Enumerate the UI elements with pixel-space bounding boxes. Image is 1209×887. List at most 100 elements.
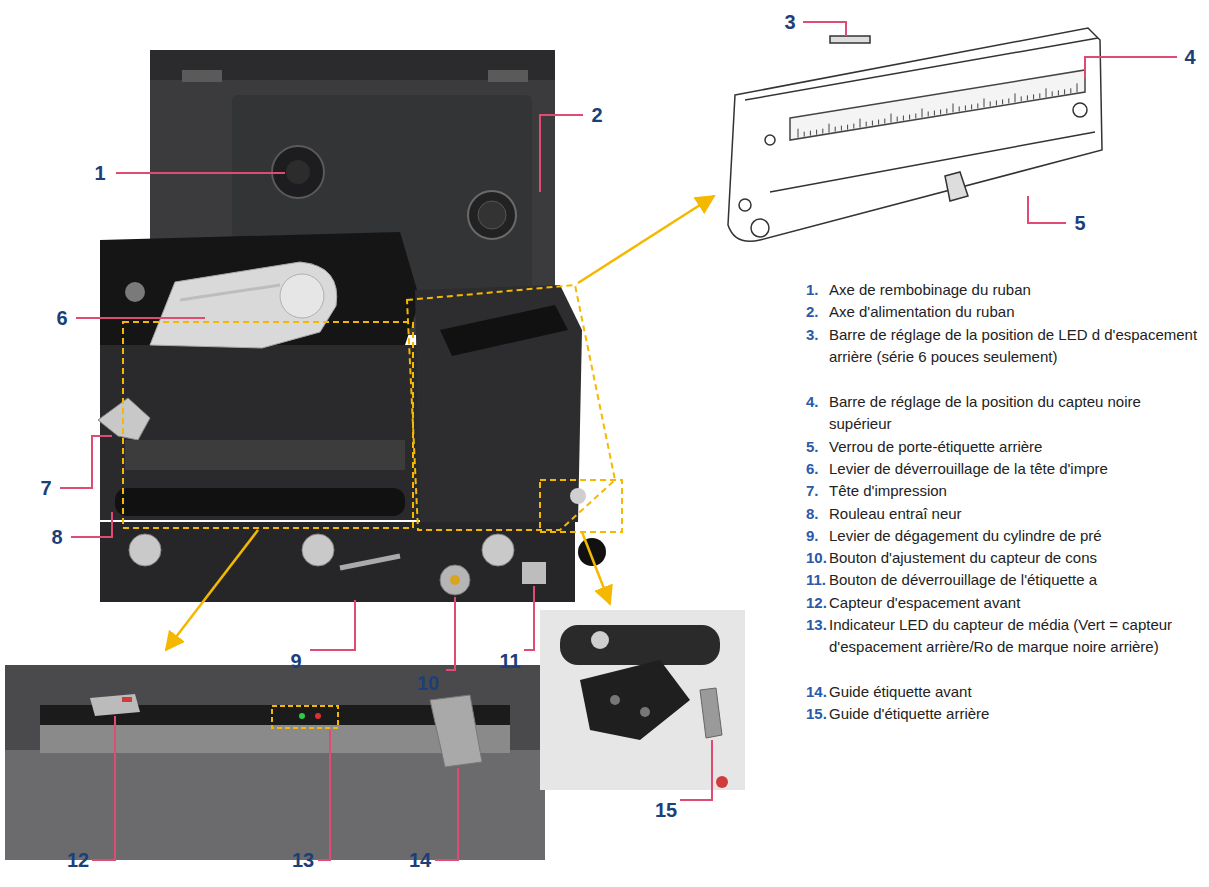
list-number: 15. (806, 703, 827, 725)
scale-ticks (959, 106, 960, 111)
zoom-frame (123, 322, 413, 528)
label-holder-drawing (751, 219, 769, 237)
scale-ticks (816, 130, 817, 135)
part-name: Indicateur LED du capteur de média (Vert… (829, 614, 1201, 658)
scale-ticks (1058, 90, 1059, 95)
zoom-arrow (166, 530, 258, 650)
rear-guide-photo (580, 660, 690, 740)
zoom-arrow (582, 532, 610, 604)
printer-photo (280, 274, 324, 318)
printer-photo (150, 262, 337, 348)
list-number: 7. (806, 480, 819, 502)
scale-ticks (984, 98, 985, 107)
sensor-photo (5, 665, 545, 860)
part-name: Tête d'impression (829, 480, 1201, 502)
zoom-frame (407, 285, 615, 530)
sensor-photo (5, 750, 545, 860)
scale-ticks (835, 127, 836, 132)
list-number: 6. (806, 458, 819, 480)
scale-ticks (847, 125, 848, 130)
part-name: Rouleau entraî neur (829, 503, 1201, 525)
list-number: 13. (806, 614, 827, 636)
list-number: 3. (806, 324, 819, 346)
scale-ticks (1070, 88, 1071, 93)
leader-line (60, 436, 112, 488)
callout-number: 7 (40, 478, 51, 498)
part-name: Bouton d'ajustement du capteur de cons (829, 547, 1201, 569)
scale-ticks (922, 109, 923, 118)
scale-ticks (909, 115, 910, 120)
rear-guide-photo (540, 610, 745, 790)
scale-ticks (897, 117, 898, 122)
leader-line (71, 512, 112, 537)
callout-number: 5 (1074, 213, 1085, 233)
scale-ticks (1015, 93, 1016, 102)
printer-photo (522, 562, 546, 584)
callout-number: 15 (655, 800, 677, 820)
scale-ticks (1046, 88, 1047, 97)
leader-line (803, 22, 846, 36)
list-number: 9. (806, 525, 819, 547)
callout-number: 4 (1184, 47, 1195, 67)
callout-number: 6 (56, 308, 67, 328)
scale-ticks (804, 132, 805, 137)
scale-ticks (798, 83, 1077, 137)
list-number: 11. (806, 569, 826, 591)
scale-ticks (1039, 93, 1040, 98)
leader-line (318, 730, 330, 860)
leader-line (1028, 196, 1066, 223)
leader-line (76, 317, 205, 319)
label-holder-drawing (728, 28, 1102, 241)
part-name: Verrou de porte-étiquette arrière (829, 436, 1201, 458)
scale-ticks (977, 103, 978, 108)
scale-ticks (853, 124, 854, 129)
list-number: 14. (806, 681, 827, 703)
part-name: Levier de dégagement du cylindre de pré (829, 525, 1201, 547)
leader-line (116, 172, 285, 174)
printer-photo (98, 50, 606, 602)
sensor-photo (5, 665, 545, 860)
callout-number: 10 (417, 673, 439, 693)
printer-photo (468, 191, 516, 239)
scale-ticks (1008, 98, 1009, 103)
zoom-frame (540, 480, 622, 532)
scale-ticks (1021, 96, 1022, 101)
printer-photo (340, 556, 400, 568)
printer-photo (578, 538, 606, 566)
rear-guide-photo (610, 695, 620, 705)
rear-guide-photo (700, 688, 722, 738)
printer-photo (482, 534, 514, 566)
leader-line (524, 586, 534, 650)
part-name: Guide étiquette avant (829, 681, 1201, 703)
printer-photo (129, 534, 161, 566)
list-number: 12. (806, 592, 827, 614)
sensor-photo (272, 706, 338, 728)
scale-ticks (953, 103, 954, 112)
scale-ticks (1033, 94, 1034, 99)
part-name: Axe de rembobinage du ruban (829, 279, 1201, 301)
scale-ticks (1027, 95, 1028, 100)
scale-ticks (1064, 89, 1065, 94)
printer-photo (100, 345, 420, 520)
list-number: 1. (806, 279, 819, 301)
callout-number: 9 (290, 651, 301, 671)
scale-ticks (829, 124, 830, 133)
part-name: Guide d'étiquette arrière (829, 703, 1201, 725)
label-holder-drawing (770, 132, 1095, 192)
printer-photo (450, 575, 460, 585)
label-holder-drawing (1073, 103, 1087, 117)
scale-ticks (798, 129, 799, 138)
rear-guide-photo (640, 707, 650, 717)
printer-photo (125, 282, 145, 302)
sensor-photo (299, 713, 305, 719)
rear-guide-photo (560, 625, 720, 665)
list-number: 2. (806, 301, 819, 323)
callout-number: 1 (94, 163, 105, 183)
leader-line (310, 600, 355, 650)
label-holder-drawing (765, 135, 775, 145)
scale-ticks (878, 120, 879, 125)
part-name: Capteur d'espacement avant (829, 592, 1201, 614)
label-holder-drawing (790, 70, 1085, 140)
scale-ticks (965, 105, 966, 110)
